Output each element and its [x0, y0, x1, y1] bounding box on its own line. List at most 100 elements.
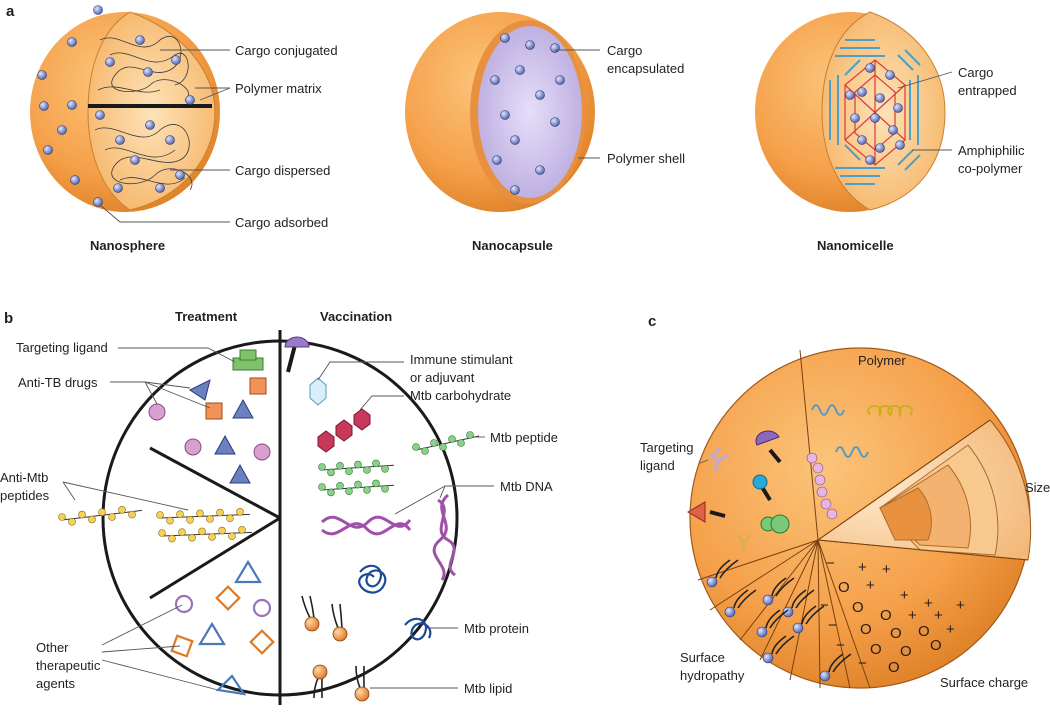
cargo-dot [130, 155, 140, 165]
bead [816, 486, 828, 498]
cargo-dot [875, 93, 885, 103]
label-cargo-a3: Cargo [958, 65, 993, 80]
chain-backbone [161, 531, 253, 537]
chain-bead [176, 510, 184, 519]
cargo-dot [70, 175, 80, 185]
cargo-dot [171, 55, 181, 65]
label-surface-c: Surface [680, 650, 725, 665]
bead [812, 462, 824, 474]
chain-bead [318, 483, 326, 491]
cargo-dot [895, 140, 905, 150]
chain-bead [336, 461, 344, 470]
charge-symbol: O [900, 643, 912, 660]
charge-symbol: + [858, 559, 867, 576]
chain-bead [327, 488, 335, 497]
chain-backbone [159, 513, 251, 519]
label-anti-tb-drugs: Anti-TB drugs [18, 375, 98, 390]
cargo-dot [550, 117, 560, 127]
panel-b-letter: b [4, 310, 13, 327]
bead [826, 508, 838, 520]
other-therapeutic-icons [170, 559, 275, 696]
chain-bead [226, 514, 234, 523]
chain-bead [439, 443, 447, 451]
label-targeting-ligand: Targeting ligand [16, 340, 108, 355]
charge-symbol: − [820, 597, 829, 614]
cargo-dot [875, 143, 885, 153]
nanosphere-cargo-dots [37, 5, 195, 207]
chain-bead [168, 534, 176, 543]
lipid-tail [771, 635, 787, 655]
surface-hydropathy-lipids [706, 559, 852, 682]
lipid-tail [309, 595, 315, 619]
yellow-coil-icon [867, 405, 913, 419]
nanomicelle [755, 11, 946, 212]
mtb-protein-icons [358, 564, 432, 641]
chain-bead [236, 507, 244, 516]
lipid-tail [355, 665, 361, 689]
chain-bead [128, 510, 136, 519]
lipid-tail [313, 677, 319, 699]
label-immune-stimulant: Immune stimulant [410, 352, 513, 367]
lipid-tail [339, 603, 343, 629]
cargo-dot [865, 63, 875, 73]
mtb-carbohydrate-icon [317, 408, 371, 453]
cargo-dot [39, 101, 49, 111]
label-co-polymer: co-polymer [958, 161, 1023, 176]
polymer-coil-icons [811, 404, 869, 458]
chain-bead [206, 515, 214, 523]
cargo-dot [93, 5, 103, 15]
hydro-head [762, 652, 774, 664]
mtb-lipid-icons [301, 595, 370, 702]
mtb-dna-icons [320, 493, 456, 581]
cargo-dot [555, 75, 565, 85]
chain-bead [327, 468, 335, 477]
label-targeting-c: Targeting [640, 440, 693, 455]
chain-bead [430, 439, 438, 447]
hydro-head [792, 622, 804, 634]
hydro-head [756, 626, 768, 638]
lipid-tail [828, 653, 844, 673]
cargo-dot [500, 33, 510, 43]
label-cargo-adsorbed: Cargo adsorbed [235, 215, 328, 230]
size-ring-3 [879, 487, 932, 541]
cargo-dot [115, 135, 125, 145]
label-other: Other [36, 640, 69, 655]
label-cargo-a2: Cargo [607, 43, 642, 58]
b-wedge-lower [149, 516, 281, 600]
lipid-tail [715, 559, 731, 579]
chain-bead [216, 508, 224, 517]
nanocapsule-leaders [555, 49, 600, 159]
lipid-tail [733, 589, 749, 609]
chain-bead [218, 526, 226, 535]
lipid-tail [765, 609, 781, 629]
cargo-dot [885, 70, 895, 80]
label-mtb-dna: Mtb DNA [500, 479, 553, 494]
label-size-c: Size [1025, 480, 1050, 495]
nanosphere [30, 5, 220, 212]
chain-bead [318, 463, 326, 471]
charge-symbol: + [924, 595, 933, 612]
chain-bead [178, 528, 186, 537]
charge-symbol: − [828, 617, 837, 634]
nanosphere-leaders [99, 49, 231, 223]
nanomicelle-cargo-dots [845, 63, 905, 165]
label-mtb-protein: Mtb protein [464, 621, 529, 636]
lipid-tail [832, 653, 852, 673]
targeting-ligand-icon [232, 349, 264, 371]
charge-symbol: O [860, 621, 872, 638]
charge-symbol: O [838, 579, 850, 596]
chain-bead [336, 481, 344, 490]
cargo-dot [105, 57, 115, 67]
hydro-head [819, 670, 831, 682]
charge-symbol: O [890, 625, 902, 642]
label-ligand-c: ligand [640, 458, 675, 473]
cargo-dot [185, 95, 195, 105]
chain-bead [198, 527, 206, 536]
charge-symbol: + [882, 561, 891, 578]
chain-bead [372, 459, 380, 468]
panel-b-leaders [62, 347, 494, 691]
charge-symbol: + [956, 597, 965, 614]
b-wedge-upper [149, 446, 281, 520]
cargo-dot [550, 43, 560, 53]
